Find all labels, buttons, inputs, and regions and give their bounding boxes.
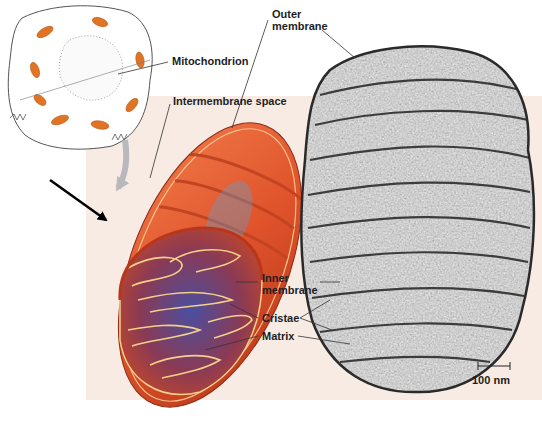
- part-label: Inner membrane: [262, 272, 322, 296]
- part-label: Mitochondrion: [172, 55, 248, 67]
- part-label: Cristae: [262, 312, 299, 324]
- scale-label: 100 nm: [472, 374, 510, 386]
- part-label: Matrix: [262, 330, 294, 342]
- part-label: Intermembrane space: [173, 95, 287, 107]
- part-label: Outer membrane: [272, 8, 332, 32]
